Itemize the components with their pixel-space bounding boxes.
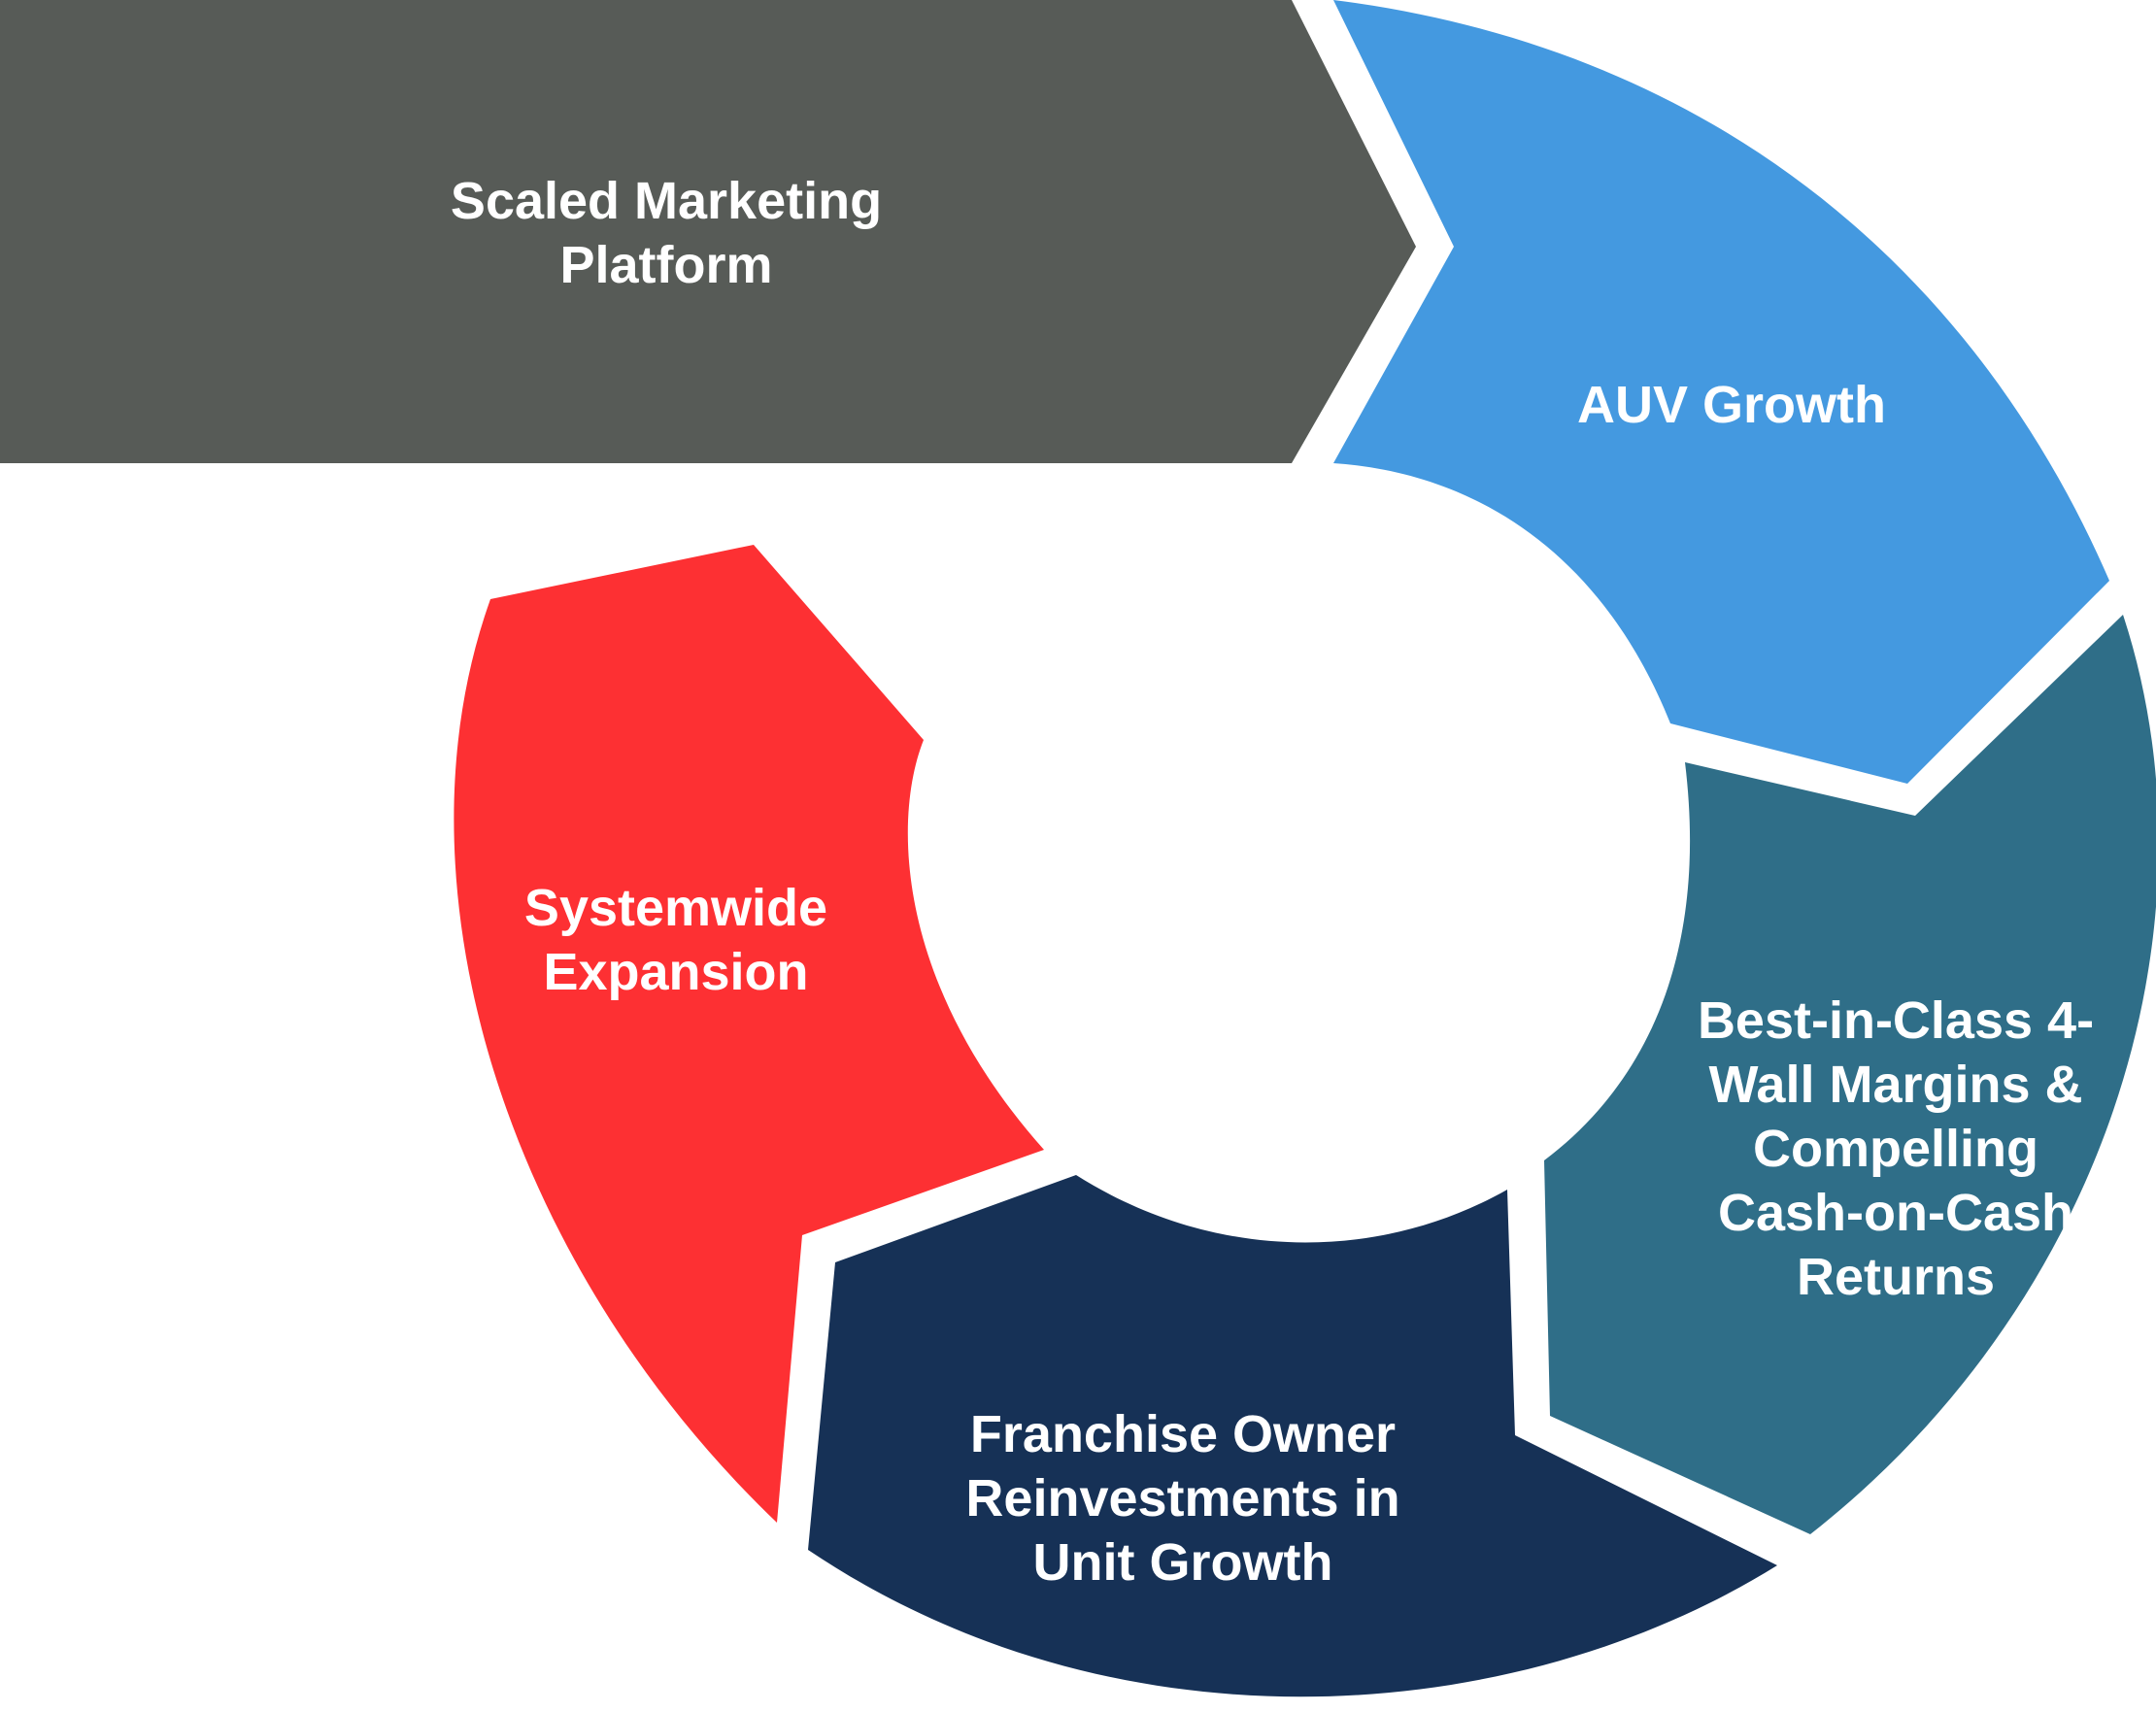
label-line: Reinvestments in bbox=[965, 1469, 1400, 1527]
label-line: Scaled Marketing bbox=[450, 172, 883, 230]
label-line: Expansion bbox=[543, 943, 809, 1001]
segment-margins-label: Best-in-Class 4- Wall Margins & Compelling… bbox=[1698, 989, 2094, 1309]
label-line: Wall Margins & bbox=[1708, 1056, 2083, 1114]
segment-expansion-shape bbox=[454, 545, 1044, 1523]
label-line: Returns bbox=[1796, 1248, 1996, 1306]
label-line: AUV Growth bbox=[1577, 376, 1886, 434]
label-line: Best-in-Class 4- bbox=[1697, 991, 2095, 1050]
segment-margins-shape bbox=[1544, 615, 2156, 1534]
segment-auv-label: AUV Growth bbox=[1577, 373, 1886, 437]
label-line: Platform bbox=[559, 236, 773, 294]
label-line: Unit Growth bbox=[1032, 1533, 1333, 1592]
segment-auv-shape bbox=[1333, 0, 2109, 784]
label-line: Systemwide bbox=[523, 879, 828, 937]
segment-marketing-shape bbox=[0, 0, 1416, 463]
label-line: Cash-on-Cash bbox=[1717, 1184, 2074, 1242]
segment-franchise-shape bbox=[808, 1175, 1777, 1697]
label-line: Compelling bbox=[1753, 1120, 2038, 1178]
label-line: Franchise Owner bbox=[969, 1405, 1397, 1463]
